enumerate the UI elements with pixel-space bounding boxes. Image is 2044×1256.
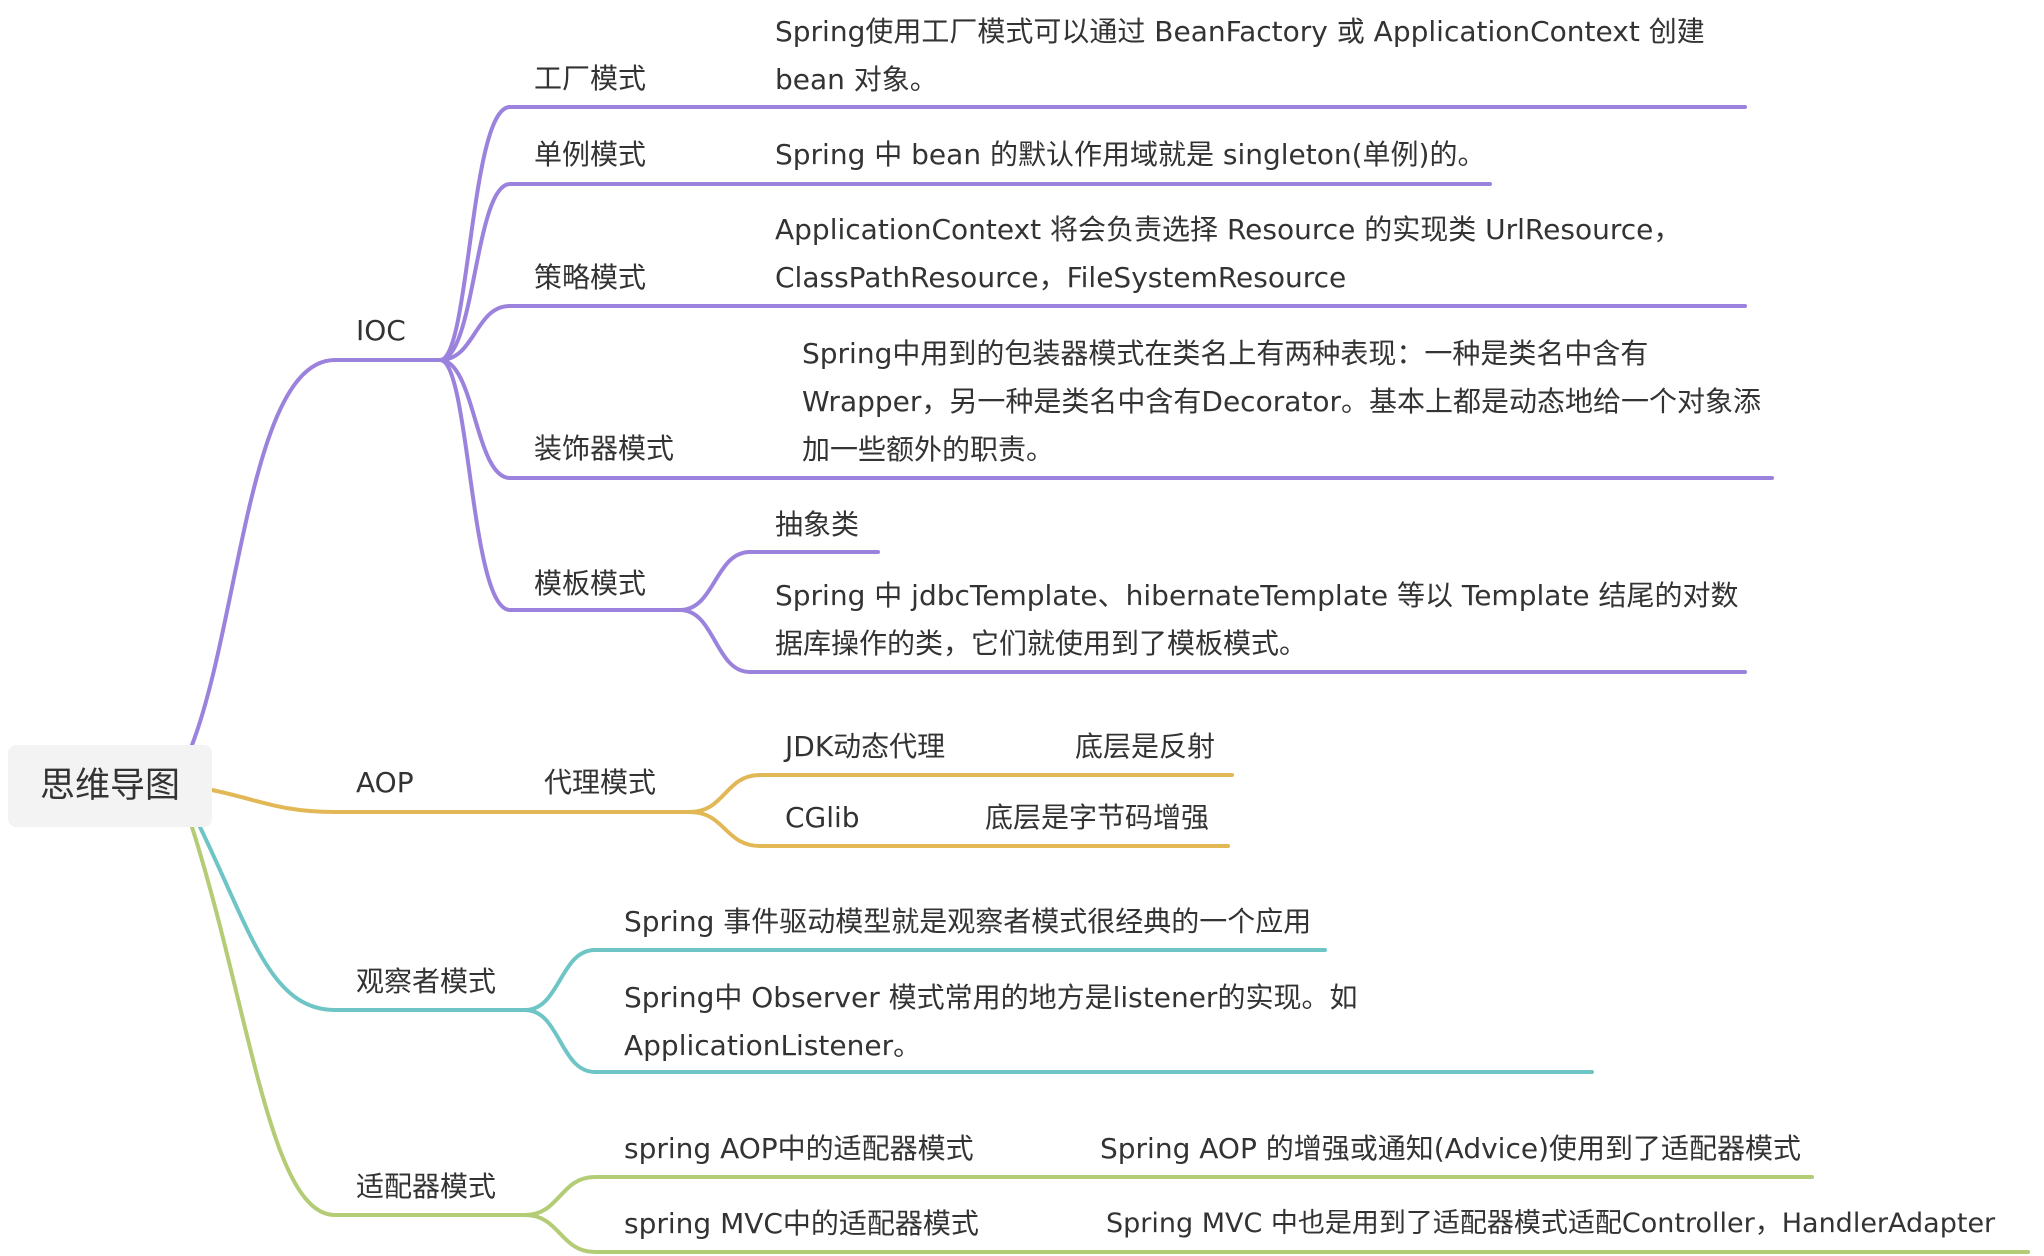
adapter-node-label[interactable]: 适配器模式 xyxy=(356,1170,497,1203)
observer-connectors xyxy=(198,825,1594,1074)
observer-to-item1-line xyxy=(523,948,597,1012)
observer-node-label[interactable]: 观察者模式 xyxy=(356,965,497,998)
root-to-ioc-line xyxy=(190,358,337,747)
proxy-to-cglib-line xyxy=(688,810,762,848)
strategy-desc: ApplicationContext 将会负责选择 Resource 的实现类 … xyxy=(775,213,1682,294)
jdk-proxy-label[interactable]: JDK动态代理 xyxy=(785,730,946,763)
ioc-node-label[interactable]: IOC xyxy=(356,314,406,347)
cglib-note: 底层是字节码增强 xyxy=(985,801,1210,834)
adapter-to-mvc-line xyxy=(523,1213,597,1254)
ioc-to-singleton-line xyxy=(438,182,512,362)
ioc-to-decorator-line xyxy=(438,358,512,480)
template-to-abstract-line xyxy=(678,550,752,612)
adapter-mvc-note: Spring MVC 中也是用到了适配器模式适配Controller，Handl… xyxy=(1106,1208,1996,1239)
adapter-aop-note: Spring AOP 的增强或通知(Advice)使用到了适配器模式 xyxy=(1100,1132,1801,1165)
jdk-proxy-note: 底层是反射 xyxy=(1075,730,1216,763)
root-to-adapter-line xyxy=(190,825,337,1217)
ioc-to-template-line xyxy=(438,358,512,612)
adapter-aop-label[interactable]: spring AOP中的适配器模式 xyxy=(624,1132,974,1165)
aop-connectors xyxy=(210,773,1234,848)
decorator-node-label[interactable]: 装饰器模式 xyxy=(534,432,675,465)
root-node[interactable] xyxy=(8,745,212,827)
observer-item-2[interactable]: Spring中 Observer 模式常用的地方是listener的实现。如Ap… xyxy=(624,981,1358,1062)
proxy-node-label[interactable]: 代理模式 xyxy=(544,766,657,799)
singleton-node-label[interactable]: 单例模式 xyxy=(534,138,647,171)
ioc-to-factory-line xyxy=(438,105,512,362)
template-node-label[interactable]: 模板模式 xyxy=(534,567,647,600)
decorator-desc: Spring中用到的包装器模式在类名上有两种表现：一种是类名中含有Wrapper… xyxy=(802,337,1761,466)
ioc-connectors xyxy=(190,105,1774,747)
observer-item-1[interactable]: Spring 事件驱动模型就是观察者模式很经典的一个应用 xyxy=(624,905,1312,938)
root-to-observer-line xyxy=(198,825,337,1012)
template-to-desc-line xyxy=(678,608,752,674)
template-abstract-label[interactable]: 抽象类 xyxy=(775,508,860,541)
singleton-desc: Spring 中 bean 的默认作用域就是 singleton(单例)的。 xyxy=(775,138,1486,171)
factory-node-label[interactable]: 工厂模式 xyxy=(534,62,647,95)
cglib-label[interactable]: CGlib xyxy=(785,801,860,834)
ioc-to-strategy-line xyxy=(438,304,512,362)
adapter-mvc-label[interactable]: spring MVC中的适配器模式 xyxy=(624,1207,979,1240)
root-to-aop-line xyxy=(210,788,337,814)
adapter-connectors xyxy=(190,825,2030,1254)
proxy-to-jdk-line xyxy=(688,773,762,814)
factory-desc: Spring使用工厂模式可以通过 BeanFactory 或 Applicati… xyxy=(775,15,1705,96)
root-node-label: 思维导图 xyxy=(39,766,180,806)
strategy-node-label[interactable]: 策略模式 xyxy=(534,261,647,294)
observer-to-item2-line xyxy=(523,1008,597,1074)
template-desc: Spring 中 jdbcTemplate、hibernateTemplate … xyxy=(775,579,1739,660)
aop-node-label[interactable]: AOP xyxy=(356,766,414,799)
adapter-to-aop-line xyxy=(523,1175,597,1217)
